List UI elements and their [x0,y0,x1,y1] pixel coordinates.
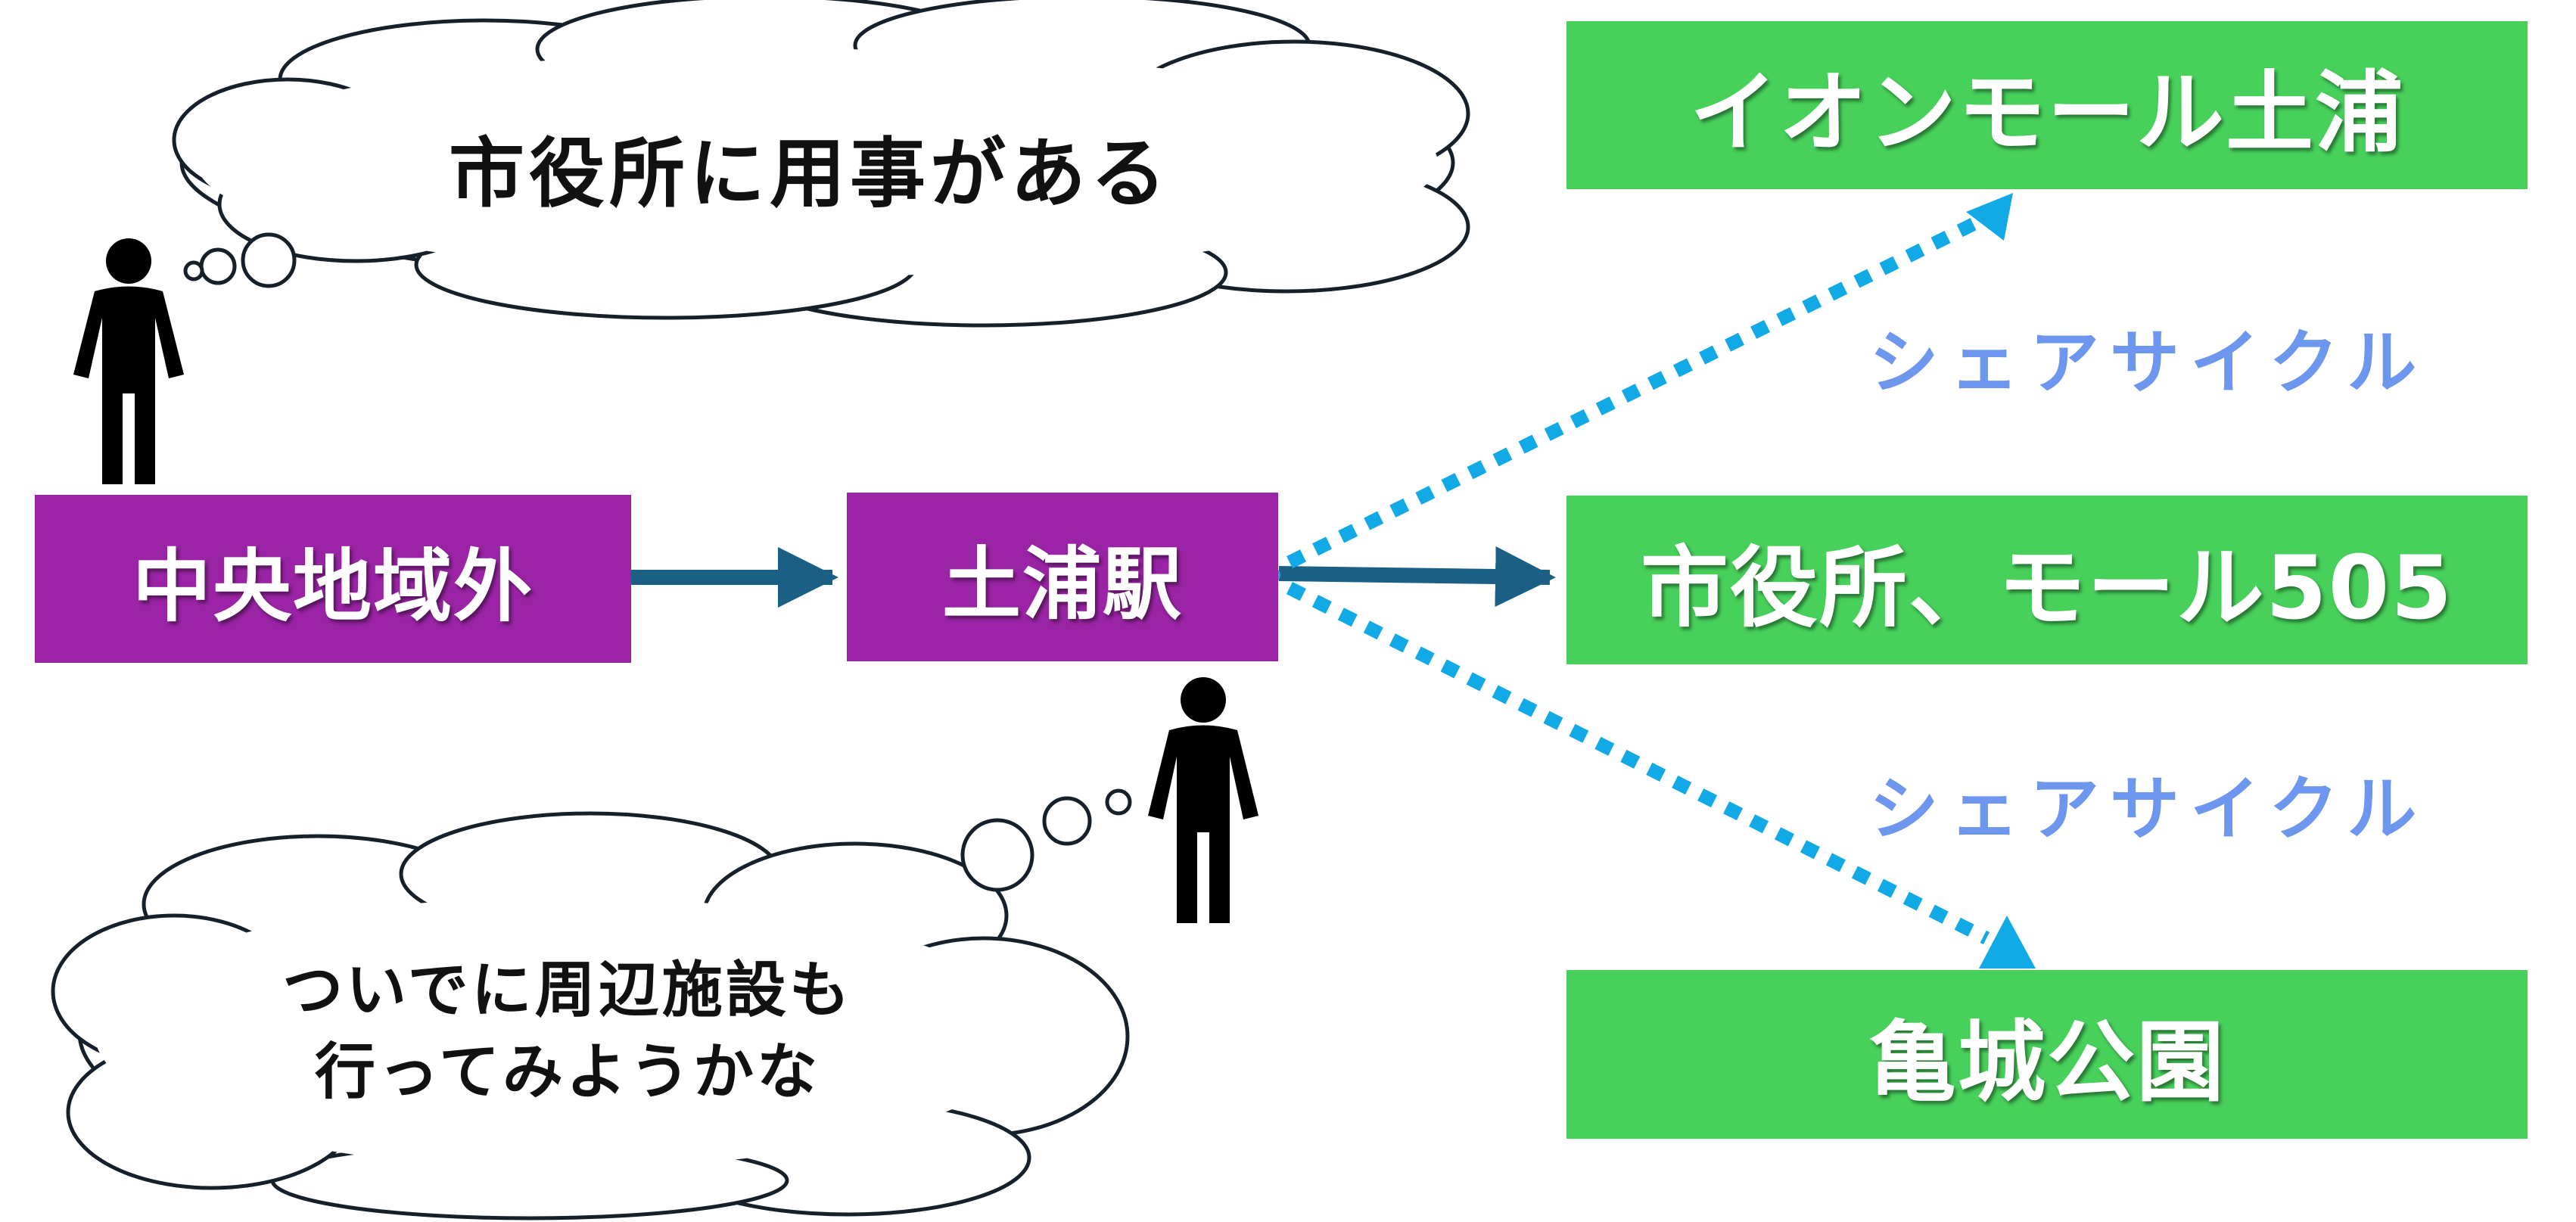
edge-label-share-cycle-lower: シェアサイクル [1869,769,2428,850]
person-icon-bottom [1148,677,1258,923]
thought-text-top: 市役所に用事がある [424,112,1196,222]
edge-label-share-cycle-upper: シェアサイクル [1869,322,2428,403]
node-station-label: 土浦駅 [941,538,1183,630]
dotted-arrowhead-park [1979,916,2036,969]
thought-top-line: 市役所に用事がある [449,129,1171,218]
person-icon-top [73,238,184,484]
thought-bubble-bottom-large [960,818,1034,892]
node-cityhall-mall505: 市役所、モール505 [1566,496,2528,664]
thought-bubble-top-small [183,260,204,281]
node-tsuchiura-station: 土浦駅 [847,493,1278,661]
node-kijo-park: 亀城公園 [1566,970,2528,1139]
thought-text-bottom: ついでに周辺施設も 行ってみようかな [227,950,908,1113]
arrow-station-to-cityhall [1278,546,1556,607]
node-aeon-mall: イオンモール土浦 [1566,21,2528,189]
node-outside-label: 中央地域外 [132,539,534,633]
node-park-label: 亀城公園 [1868,1011,2226,1114]
dotted-arrow-to-park [1260,568,1990,945]
thought-cloud-top [172,0,1470,328]
thought-bottom-line2: 行ってみようかな [315,1037,820,1107]
dotted-arrow-to-aeon [1261,213,1986,582]
thought-bottom-line1: ついでに周辺施設も [282,955,853,1025]
thought-bubble-bottom-medium [1042,796,1092,846]
thought-bubble-top-large [241,232,297,288]
dotted-arrowhead-aeon [1966,193,2013,241]
thought-cloud-bottom [51,811,1130,1220]
node-aeon-label: イオンモール土浦 [1690,62,2404,164]
node-cityhall-label: 市役所、モール505 [1640,536,2454,639]
thought-bubble-top-medium [199,247,237,285]
node-outside-central-area: 中央地域外 [35,495,631,663]
thought-bubble-bottom-small [1105,788,1132,816]
